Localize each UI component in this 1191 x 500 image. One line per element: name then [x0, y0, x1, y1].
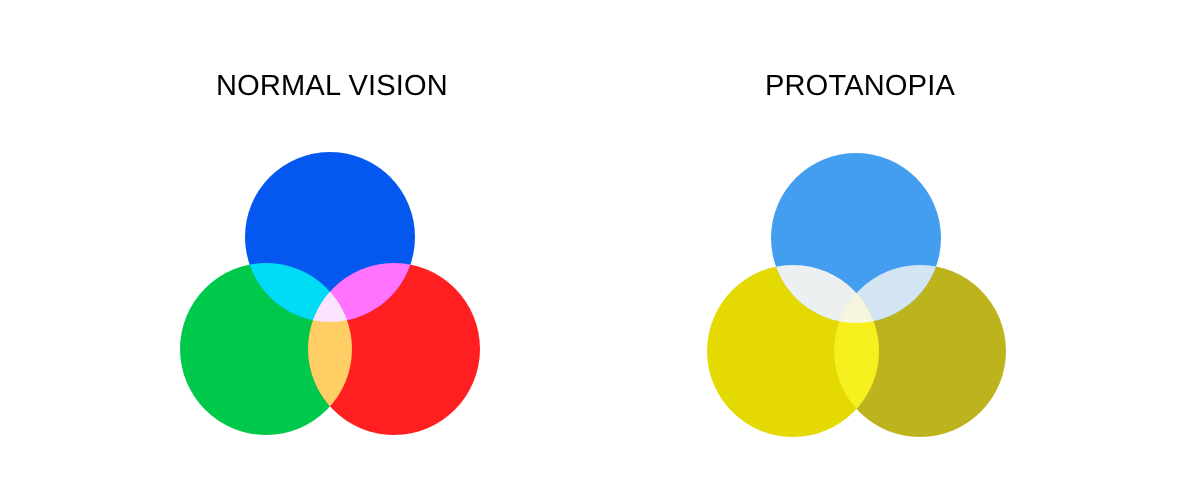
nv-overlap-top-left: [245, 263, 352, 322]
protanopia-title: PROTANOPIA: [765, 70, 955, 102]
pr-overlap-top-right: [834, 265, 941, 323]
nv-overlap-top-right: [308, 263, 415, 322]
protanopia-venn: [707, 153, 1006, 437]
pr-overlap-top-left: [771, 265, 879, 323]
normal-vision-panel: NORMAL VISION: [0, 0, 595, 500]
normal-vision-venn: [180, 152, 480, 435]
protanopia-panel: PROTANOPIA: [595, 0, 1191, 500]
normal-vision-title: NORMAL VISION: [216, 70, 448, 102]
